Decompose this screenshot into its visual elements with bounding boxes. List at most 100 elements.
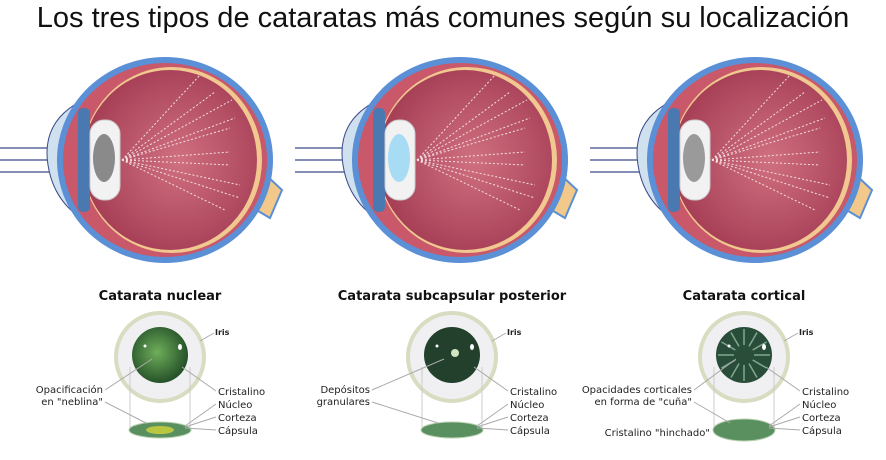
refracted-ray: [711, 99, 823, 161]
label-corteza: Corteza: [510, 413, 549, 424]
leader-line: [476, 427, 509, 431]
reflection: [727, 344, 731, 348]
label-left-0: Opacificación: [36, 384, 103, 396]
leader-line: [476, 416, 509, 428]
leader-line: [184, 416, 217, 428]
lens-side-view: [420, 421, 484, 439]
label-nucleo: Núcleo: [218, 399, 252, 411]
label-capsula: Cápsula: [218, 425, 258, 437]
refracted-ray: [121, 74, 201, 161]
refracted-ray: [711, 159, 831, 199]
refracted-ray: [121, 99, 233, 161]
label-left-0: Opacidades corticales: [582, 385, 692, 396]
label-cristalino: Cristalino: [218, 387, 265, 398]
cortical-spoke: [730, 332, 740, 347]
lens-opacity: [93, 134, 115, 182]
refracted-ray: [121, 159, 241, 199]
refracted-ray: [711, 91, 806, 161]
reflection: [178, 344, 182, 350]
refracted-ray: [711, 74, 791, 161]
reflection: [143, 344, 147, 348]
cortical-spoke: [730, 363, 740, 378]
label-left-0: Depósitos: [320, 384, 370, 396]
label-swollen-lens: Cristalino "hinchado": [605, 428, 710, 439]
leader-line: [693, 358, 737, 391]
refracted-ray: [711, 159, 816, 211]
refracted-ray: [416, 91, 511, 161]
eye-cross-section-2: [295, 57, 579, 263]
lens-side-view: [712, 418, 776, 442]
refracted-ray: [416, 159, 536, 199]
leader-line: [768, 427, 801, 431]
lens-front-view: [132, 327, 188, 383]
refracted-ray: [416, 74, 496, 161]
leader-line: [371, 401, 439, 424]
label-corteza: Corteza: [802, 413, 841, 424]
panel-heading: Catarata cortical: [683, 289, 806, 304]
leader-line: [491, 332, 507, 342]
refracted-ray: [121, 117, 236, 161]
leader-line: [184, 427, 217, 431]
iris: [373, 108, 385, 212]
vitreous-body: [673, 70, 847, 250]
iris: [668, 108, 680, 212]
label-left-1: granulares: [317, 397, 370, 408]
label-iris: Iris: [507, 328, 522, 337]
refracted-ray: [121, 91, 216, 161]
page-title: Los tres tipos de cataratas más comunes …: [36, 2, 850, 34]
refracted-ray: [711, 159, 831, 186]
leader-line: [768, 416, 801, 428]
label-iris: Iris: [799, 328, 814, 337]
eye-cross-section-3: [590, 57, 874, 263]
cortical-spoke: [752, 341, 767, 351]
label-left-1: en "neblina": [41, 397, 103, 408]
label-cristalino: Cristalino: [802, 387, 849, 398]
leader-line: [473, 366, 509, 392]
label-capsula: Cápsula: [510, 425, 550, 437]
leader-line: [104, 401, 147, 424]
refracted-ray: [711, 127, 821, 161]
reflection: [470, 344, 474, 350]
nucleus-opacity: [146, 426, 174, 434]
leader-line: [693, 401, 731, 424]
reflection: [435, 344, 439, 348]
label-iris: Iris: [215, 328, 230, 337]
leader-line: [181, 366, 217, 392]
refracted-ray: [416, 117, 531, 161]
leader-line: [199, 332, 215, 342]
vitreous-body: [378, 70, 552, 250]
refracted-ray: [711, 117, 826, 161]
leader-line: [371, 358, 445, 391]
label-nucleo: Núcleo: [510, 399, 544, 411]
leader-line: [768, 403, 801, 427]
lens-front-view: [716, 327, 772, 383]
leader-line: [765, 366, 801, 392]
cortical-spoke: [748, 332, 758, 347]
lens-opacity: [683, 134, 705, 182]
label-nucleo: Núcleo: [802, 399, 836, 411]
leader-line: [104, 358, 153, 391]
eye-cross-section-1: [0, 57, 284, 263]
refracted-ray: [416, 127, 526, 161]
reflection: [762, 344, 766, 350]
panel-heading: Catarata nuclear: [99, 289, 222, 304]
label-capsula: Cápsula: [802, 425, 842, 437]
refracted-ray: [121, 127, 231, 161]
label-corteza: Corteza: [218, 413, 257, 424]
refracted-ray: [121, 159, 226, 211]
granular-deposit: [451, 349, 459, 357]
lens-opacity: [388, 134, 410, 182]
cataract-type-2: Catarata subcapsular posteriorIrisCrista…: [317, 289, 567, 439]
label-cristalino: Cristalino: [510, 387, 557, 398]
refracted-ray: [416, 159, 521, 211]
leader-line: [184, 403, 217, 427]
leader-line: [476, 403, 509, 427]
panel-heading: Catarata subcapsular posterior: [338, 289, 567, 304]
refracted-ray: [416, 99, 528, 161]
cortical-spoke: [748, 363, 758, 378]
refracted-ray: [121, 159, 241, 186]
vitreous-body: [83, 70, 257, 250]
label-left-1: en forma de "cuña": [595, 397, 692, 408]
cortical-spoke: [752, 359, 767, 369]
